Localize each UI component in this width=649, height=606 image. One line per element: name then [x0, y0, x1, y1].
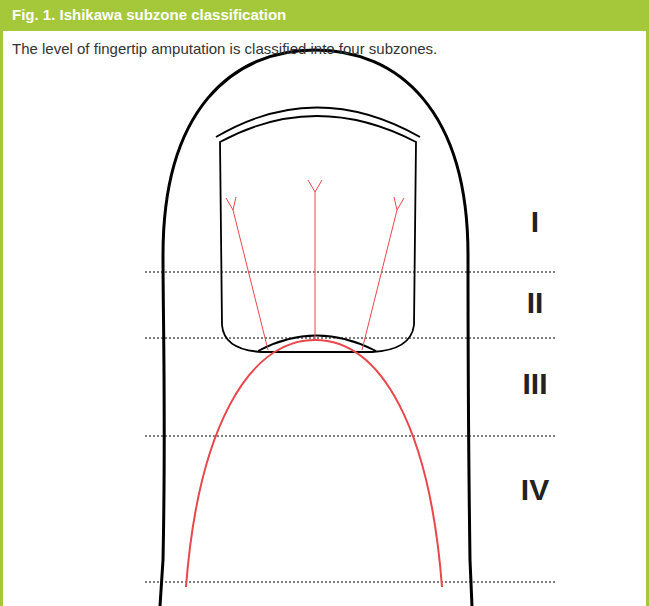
figure-caption: The level of fingertip amputation is cla… [12, 40, 437, 57]
subzone-number: II [527, 286, 544, 320]
zone-divider [145, 272, 557, 582]
finger-outline [160, 50, 472, 606]
header-bar [0, 0, 649, 31]
figure-title: Fig. 1. Ishikawa subzone classification [12, 6, 286, 23]
nail-plate [220, 116, 416, 352]
distal-phalanx-arc [186, 340, 442, 587]
subzone-number: III [522, 367, 547, 401]
subzone-number: IV [521, 473, 549, 507]
artery-branch [226, 180, 404, 350]
lunula [258, 336, 376, 352]
nail-fold [216, 108, 420, 138]
subzone-number: I [531, 205, 539, 239]
